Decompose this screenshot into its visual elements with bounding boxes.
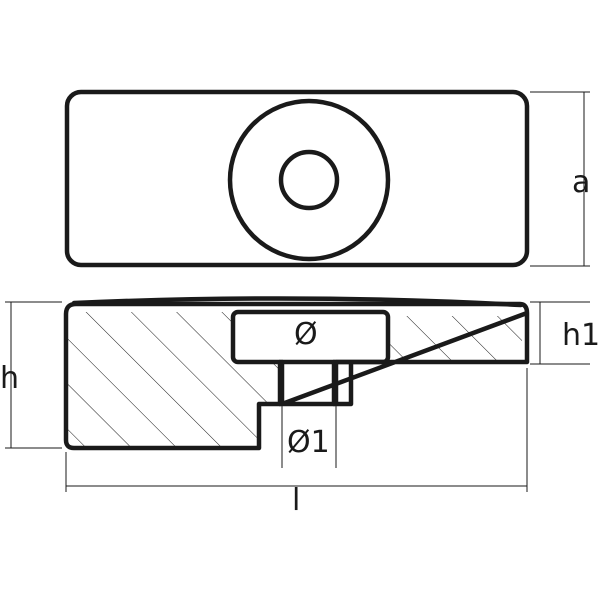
dimension-a-label: a <box>572 165 590 200</box>
dimension-a: a <box>530 91 590 267</box>
dimension-h1: h1 <box>530 301 600 365</box>
top-view <box>64 89 530 268</box>
dimension-h-label: h <box>0 361 19 396</box>
dimension-l-label: l <box>292 483 300 518</box>
diameter-label: Ø <box>294 317 318 352</box>
diameter-1-label: Ø1 <box>287 425 330 460</box>
dimension-diameter-1: Ø1 <box>281 404 337 468</box>
dimension-h: h <box>0 301 62 449</box>
counterbore-circle <box>227 98 391 262</box>
top-view-body <box>64 89 530 268</box>
dimension-l: l <box>65 368 528 518</box>
dimension-h1-label: h1 <box>562 318 600 353</box>
bore-circle <box>278 149 340 211</box>
hatch-fill-left <box>68 312 278 448</box>
counterbore-section <box>230 309 391 365</box>
